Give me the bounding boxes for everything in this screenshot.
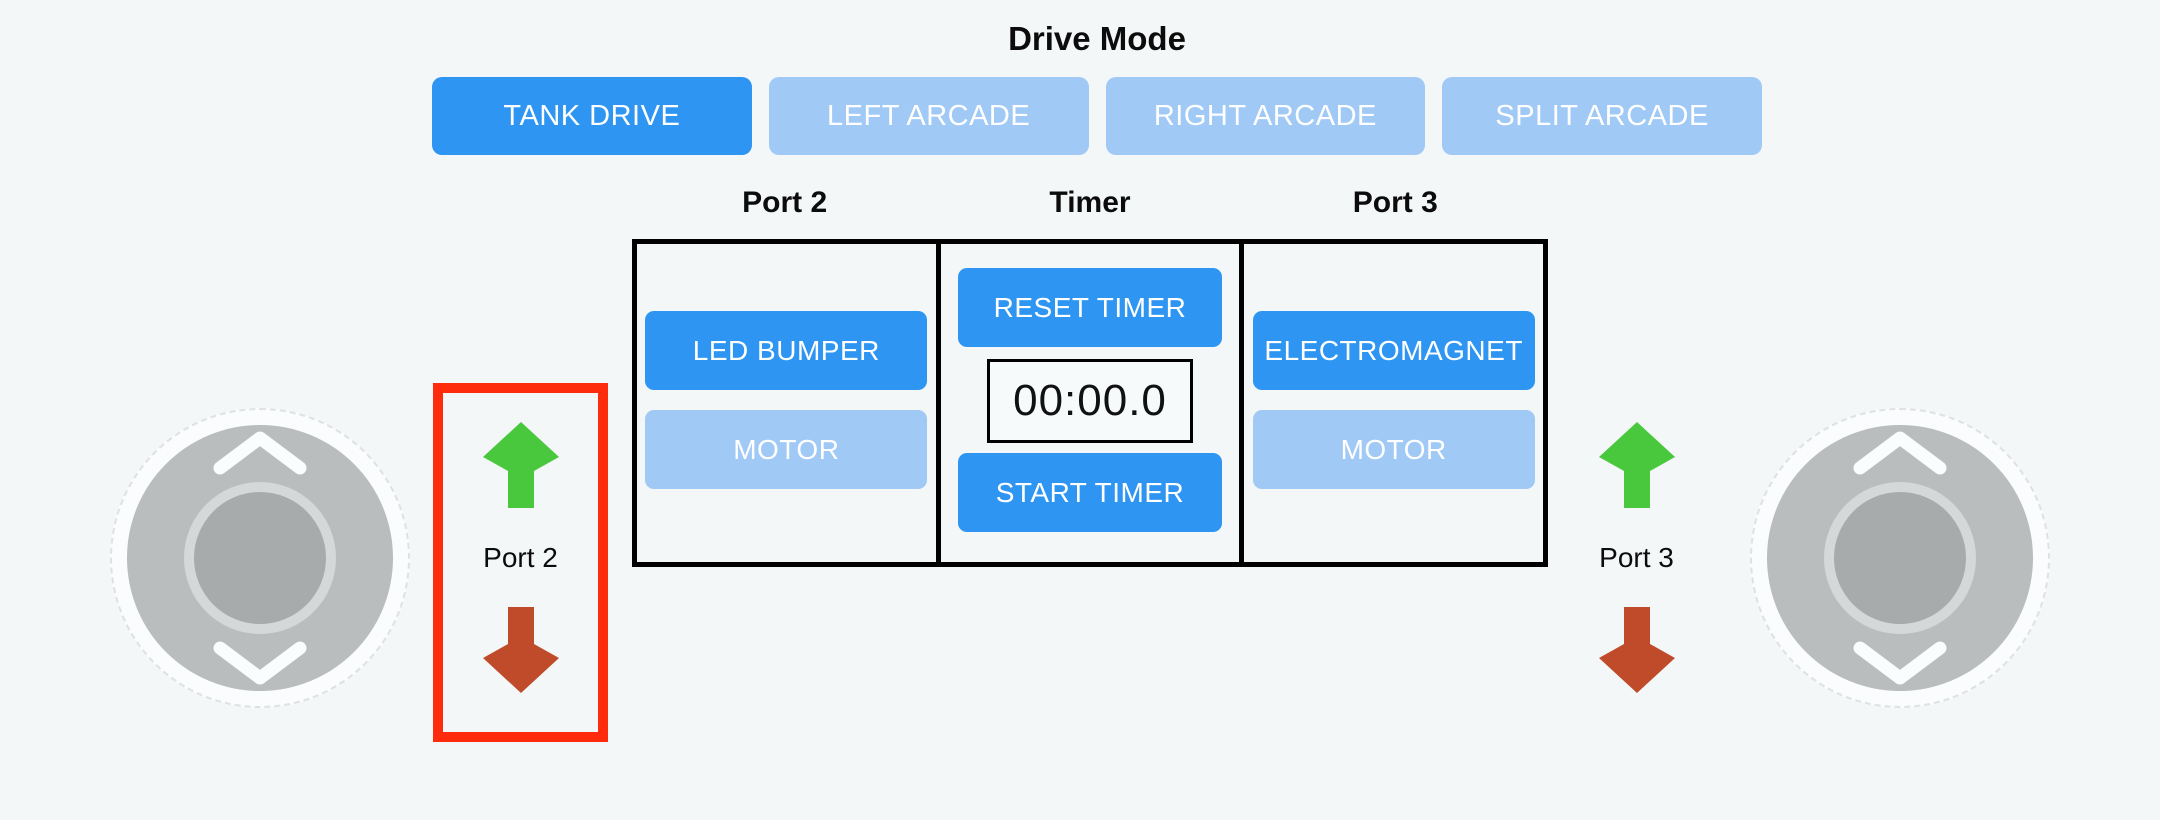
port3-column: ELECTROMAGNET MOTOR — [1239, 244, 1543, 562]
chevron-down-icon — [213, 641, 307, 685]
reset-timer-button[interactable]: RESET TIMER — [958, 268, 1222, 347]
left-arcade-button[interactable]: LEFT ARCADE — [768, 77, 1089, 155]
tank-drive-button[interactable]: TANK DRIVE — [432, 77, 752, 155]
right-arcade-button[interactable]: RIGHT ARCADE — [1105, 77, 1426, 155]
port2-motor-button[interactable]: MOTOR — [645, 410, 928, 489]
port2-column: LED BUMPER MOTOR — [637, 244, 936, 562]
green-up-arrow-icon — [1598, 422, 1675, 508]
left-joystick-knob[interactable] — [194, 492, 326, 624]
start-timer-button[interactable]: START TIMER — [958, 453, 1222, 532]
timer-display: 00:00.0 — [987, 359, 1193, 443]
port3-motor-button[interactable]: MOTOR — [1252, 410, 1535, 489]
right-joystick[interactable] — [1750, 408, 2050, 708]
timer-column-header: Timer — [1049, 186, 1131, 219]
drive-mode-button-row: TANK DRIVE LEFT ARCADE RIGHT ARCADE SPLI… — [432, 77, 1762, 155]
left-joystick[interactable] — [110, 408, 410, 708]
green-up-arrow-icon — [482, 422, 559, 508]
drive-mode-title: Drive Mode — [1008, 20, 1186, 57]
port3-direction-group: Port 3 — [1549, 383, 1724, 742]
port3-column-header: Port 3 — [1352, 186, 1438, 219]
electromagnet-button[interactable]: ELECTROMAGNET — [1252, 311, 1535, 390]
chevron-up-icon — [213, 431, 307, 475]
control-table-headers: Port 2 Timer Port 3 — [632, 186, 1548, 226]
port2-direction-group: Port 2 — [433, 383, 608, 742]
led-bumper-button[interactable]: LED BUMPER — [645, 311, 928, 390]
port2-side-label: Port 2 — [483, 542, 558, 573]
chevron-up-icon — [1853, 431, 1947, 475]
control-table: LED BUMPER MOTOR RESET TIMER 00:00.0 STA… — [632, 239, 1548, 567]
port3-side-label: Port 3 — [1599, 542, 1674, 573]
timer-column: RESET TIMER 00:00.0 START TIMER — [935, 244, 1240, 562]
red-down-arrow-icon — [482, 607, 559, 693]
right-joystick-knob[interactable] — [1834, 492, 1966, 624]
split-arcade-button[interactable]: SPLIT ARCADE — [1442, 77, 1762, 155]
red-down-arrow-icon — [1598, 607, 1675, 693]
port2-column-header: Port 2 — [742, 186, 828, 219]
chevron-down-icon — [1853, 641, 1947, 685]
